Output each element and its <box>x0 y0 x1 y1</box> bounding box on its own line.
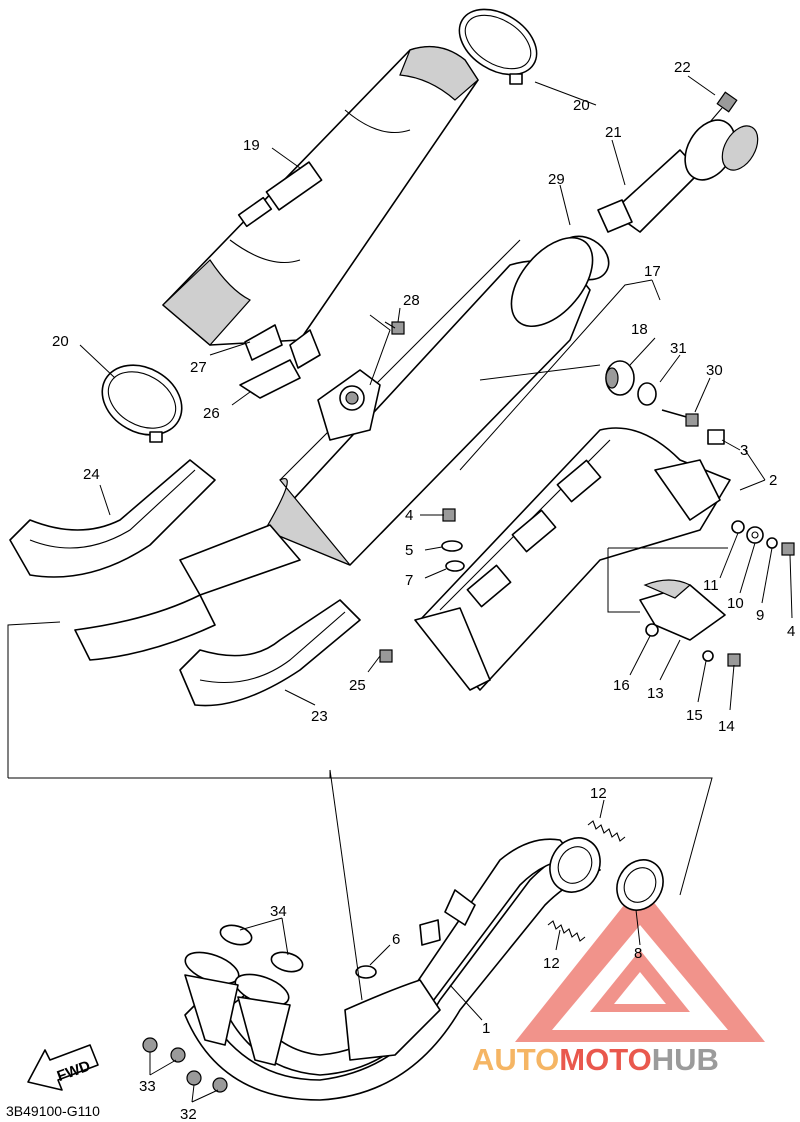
muffler-17 <box>74 236 594 661</box>
nut-33 <box>142 1037 186 1063</box>
callout-25: 25 <box>349 677 366 694</box>
callout-7: 7 <box>405 572 413 589</box>
callout-3: 3 <box>740 442 748 459</box>
joint-8 <box>616 859 664 911</box>
heat-guard-2 <box>414 427 731 691</box>
callout-13: 13 <box>647 685 664 702</box>
spring-12-upper <box>587 820 626 842</box>
bolt-28 <box>384 321 405 335</box>
bracket-3 <box>707 429 725 445</box>
callout-8: 8 <box>634 945 642 962</box>
callout-12-lower: 12 <box>543 955 560 972</box>
callout-17: 17 <box>644 263 661 280</box>
callout-23: 23 <box>311 708 328 725</box>
callout-11: 11 <box>703 577 719 594</box>
callout-18: 18 <box>631 321 648 338</box>
nut-32 <box>186 1070 228 1093</box>
watermark-text-hub: HUB <box>652 1042 719 1077</box>
protector-24 <box>9 459 216 578</box>
callout-10: 10 <box>727 595 744 612</box>
callout-24: 24 <box>83 466 100 483</box>
bracket-13 <box>639 579 726 641</box>
damper-27 <box>244 324 283 361</box>
washer-31 <box>637 382 657 406</box>
bolt-4-right <box>781 542 795 556</box>
callout-14: 14 <box>718 718 735 735</box>
tail-pipe-21 <box>597 119 759 233</box>
callout-1: 1 <box>482 1020 490 1037</box>
callout-9: 9 <box>756 607 764 624</box>
watermark-text-moto: MOTO <box>559 1042 651 1077</box>
exhaust-pipe-1 <box>184 837 601 1101</box>
callout-27: 27 <box>190 359 207 376</box>
callout-16: 16 <box>613 677 630 694</box>
fwd-arrow-icon: FWD <box>27 1044 99 1091</box>
callout-15: 15 <box>686 707 703 724</box>
protector-23 <box>179 599 361 707</box>
clamp-lower <box>101 364 183 443</box>
gasket-34 <box>219 924 304 973</box>
callout-20-lower: 20 <box>52 333 69 350</box>
grommet-7 <box>445 560 465 572</box>
callout-4-left: 4 <box>405 507 413 524</box>
diagram-code: 3B49100-G110 <box>6 1103 100 1119</box>
spring-12-lower <box>547 920 586 942</box>
damper-18 <box>605 360 635 396</box>
washer-15 <box>702 650 714 662</box>
callout-labels: 1 2 3 4 4 5 6 7 8 9 10 11 12 12 13 14 15… <box>52 59 795 1122</box>
bolt-14 <box>727 653 741 667</box>
callout-6: 6 <box>392 931 400 948</box>
grommet-10 <box>746 526 764 544</box>
clamp-upper <box>458 8 538 85</box>
washer-16 <box>645 623 659 637</box>
leader-lines <box>7 75 793 1103</box>
bracket-26 <box>239 329 321 399</box>
watermark-text: AUTOMOTOHUB <box>472 1042 719 1077</box>
callout-12-upper: 12 <box>590 785 607 802</box>
callout-4-right: 4 <box>787 623 795 640</box>
callout-33: 33 <box>139 1078 156 1095</box>
watermark-text-auto: AUTO <box>472 1042 559 1077</box>
callout-2: 2 <box>769 472 777 489</box>
svg-text:AUTOMOTOHUB: AUTOMOTOHUB <box>472 1042 719 1077</box>
bolt-25 <box>379 649 393 663</box>
callout-29: 29 <box>548 171 565 188</box>
callout-26: 26 <box>203 405 220 422</box>
callout-28: 28 <box>403 292 420 309</box>
callout-19: 19 <box>243 137 260 154</box>
bolt-4-left <box>442 508 456 522</box>
flange-34-upper <box>184 951 291 1066</box>
callout-32: 32 <box>180 1106 197 1122</box>
callout-22: 22 <box>674 59 691 76</box>
callout-34: 34 <box>270 903 287 920</box>
heat-protector <box>162 45 479 346</box>
collar-11 <box>731 520 745 534</box>
gasket-6 <box>355 965 377 979</box>
callout-31: 31 <box>670 340 687 357</box>
watermark-logo <box>515 885 765 1042</box>
callout-21: 21 <box>605 124 622 141</box>
washer-5 <box>441 540 463 552</box>
bolt-22 <box>709 91 738 123</box>
bolt-30 <box>661 409 699 427</box>
callout-5: 5 <box>405 542 413 559</box>
callout-20-upper: 20 <box>573 97 590 114</box>
callout-30: 30 <box>706 362 723 379</box>
washer-9 <box>766 537 778 549</box>
